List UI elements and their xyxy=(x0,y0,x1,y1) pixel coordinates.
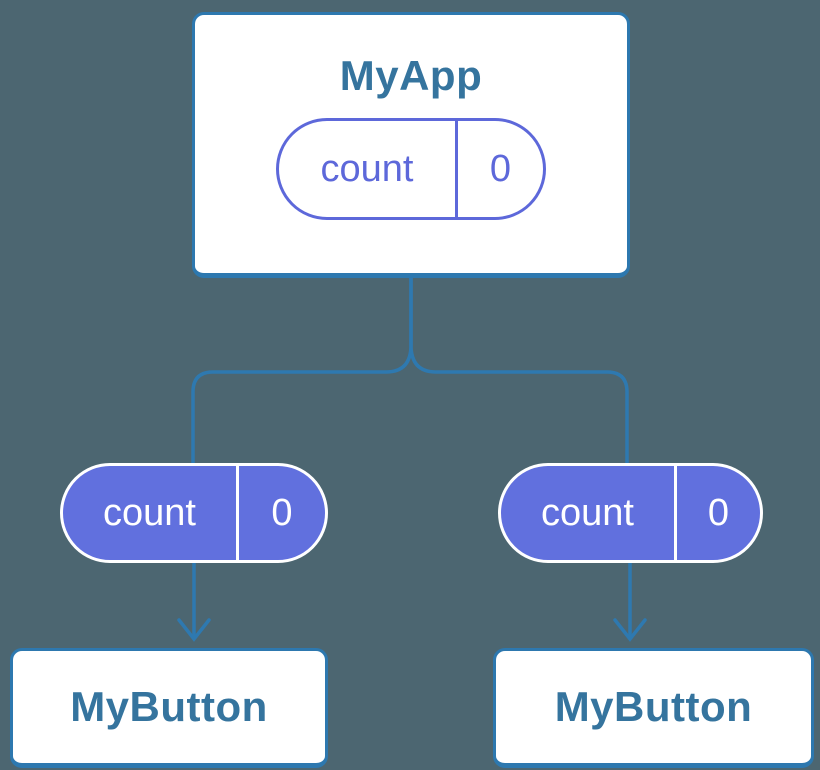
component-title: MyApp xyxy=(339,52,483,99)
component-card-myapp: MyApp count 0 xyxy=(192,12,630,278)
state-pill-root: count 0 xyxy=(276,118,546,220)
branch-left-connector xyxy=(191,278,413,463)
arrowhead-left-icon xyxy=(177,618,211,642)
branch-right-connector xyxy=(409,278,629,463)
prop-name: count xyxy=(103,491,196,534)
prop-value: 0 xyxy=(674,466,760,560)
component-title: MyButton xyxy=(70,683,268,730)
component-title: MyButton xyxy=(554,683,753,730)
component-card-mybutton-right: MyButton xyxy=(493,648,814,768)
arrow-right xyxy=(613,561,647,642)
component-card-mybutton-left: MyButton xyxy=(10,648,328,768)
prop-value: 0 xyxy=(236,466,325,560)
prop-pill-right: count 0 xyxy=(498,463,763,563)
prop-name: count xyxy=(541,491,634,534)
arrow-left xyxy=(177,561,211,642)
state-value: 0 xyxy=(455,121,543,217)
state-name: count xyxy=(320,147,414,190)
arrowhead-right-icon xyxy=(613,618,647,642)
prop-pill-left: count 0 xyxy=(60,463,328,563)
